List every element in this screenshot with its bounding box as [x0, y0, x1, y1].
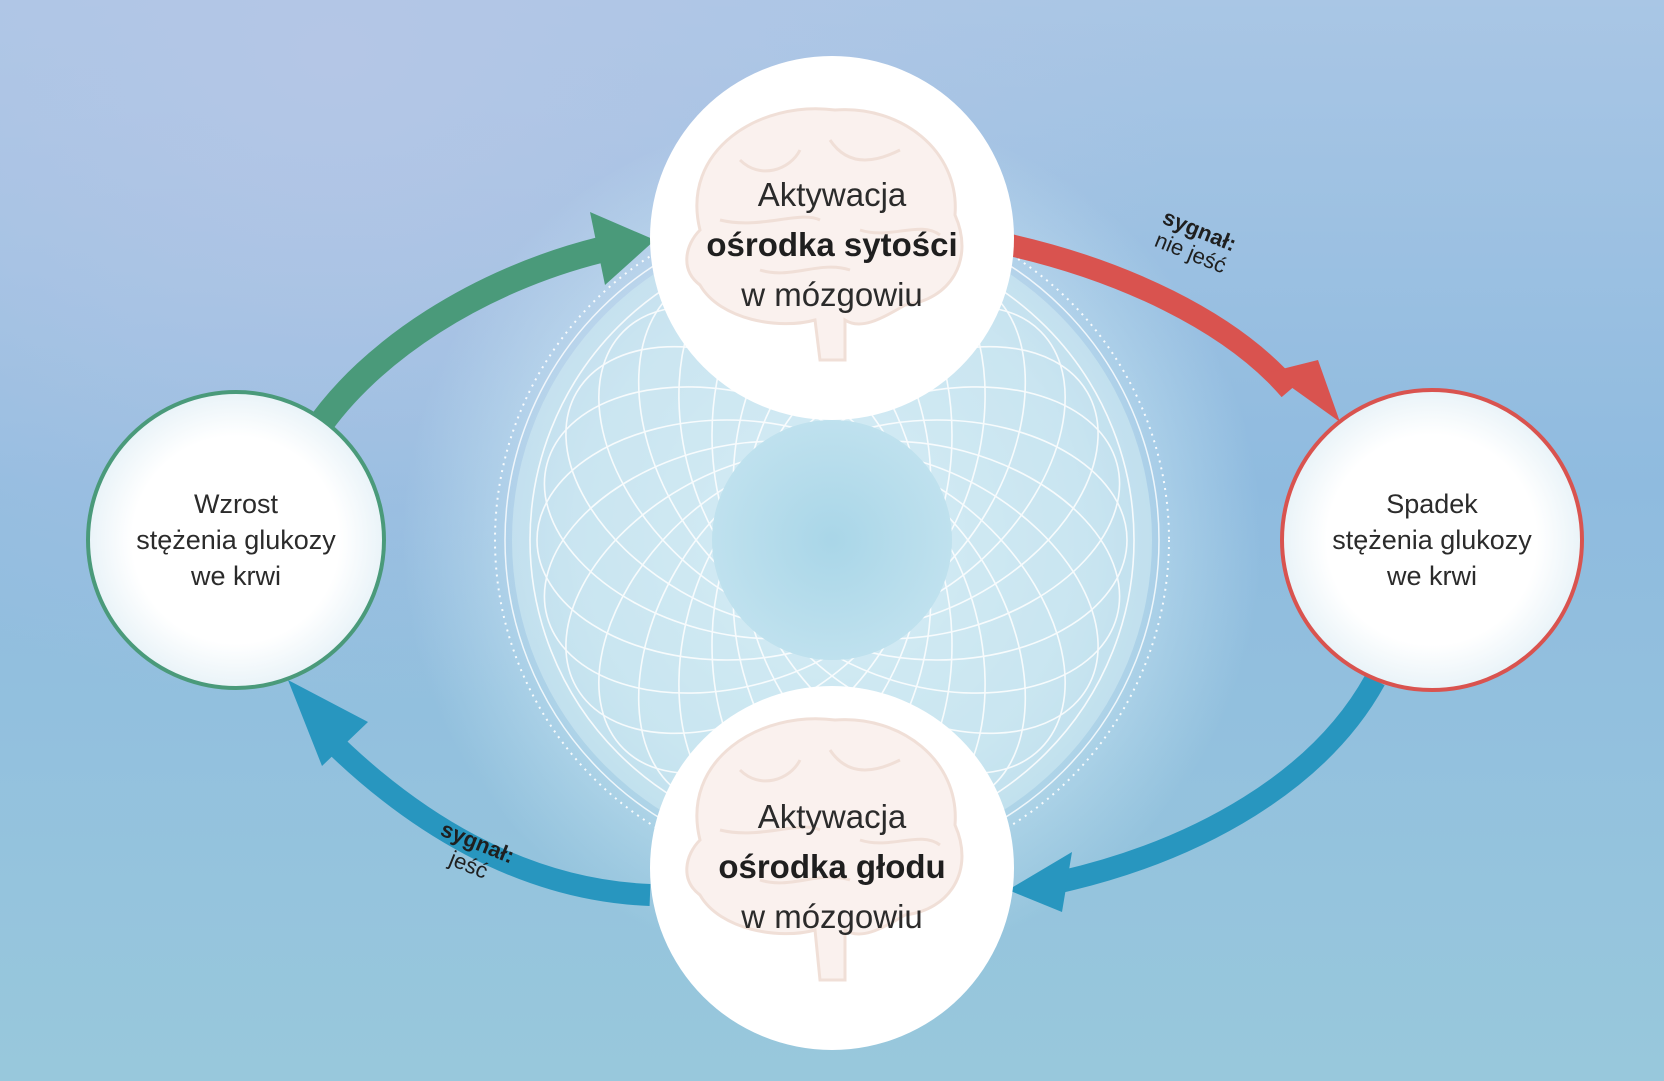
top-node-line1: Aktywacja [757, 176, 907, 213]
right-node-line1: Spadek [1386, 489, 1478, 519]
left-node-line2: stężenia glukozy [136, 525, 336, 555]
right-node-label: Spadek stężenia glukozy we krwi [1282, 486, 1582, 594]
bottom-node-label: Aktywacja ośrodka głodu w mózgowiu [652, 792, 1012, 942]
brain-icon [685, 107, 964, 362]
arrow-green [304, 212, 655, 440]
arrow-red [1007, 234, 1340, 422]
right-node-line2: stężenia glukozy [1332, 525, 1532, 555]
arrow-blue-left [288, 680, 651, 906]
top-node-line2: ośrodka sytości [706, 226, 958, 263]
top-node-label: Aktywacja ośrodka sytości w mózgowiu [652, 170, 1012, 320]
right-node-line3: we krwi [1386, 561, 1477, 591]
right-node-circle [1280, 388, 1584, 692]
left-node-label: Wzrost stężenia glukozy we krwi [86, 486, 386, 594]
brain-icon [685, 717, 964, 982]
bottom-node-line3: w mózgowiu [741, 898, 923, 935]
dotted-ring [494, 202, 1170, 878]
left-node-line1: Wzrost [194, 489, 278, 519]
bottom-node-line2: ośrodka głodu [718, 848, 946, 885]
top-node-line3: w mózgowiu [741, 276, 923, 313]
inner-hole [712, 420, 952, 660]
left-node-circle [86, 390, 386, 690]
bottom-node-line1: Aktywacja [757, 798, 907, 835]
top-node-circle [650, 56, 1014, 420]
arrow-blue-right [1008, 674, 1385, 912]
left-node-line3: we krwi [190, 561, 281, 591]
bottom-node-circle [650, 686, 1014, 1050]
